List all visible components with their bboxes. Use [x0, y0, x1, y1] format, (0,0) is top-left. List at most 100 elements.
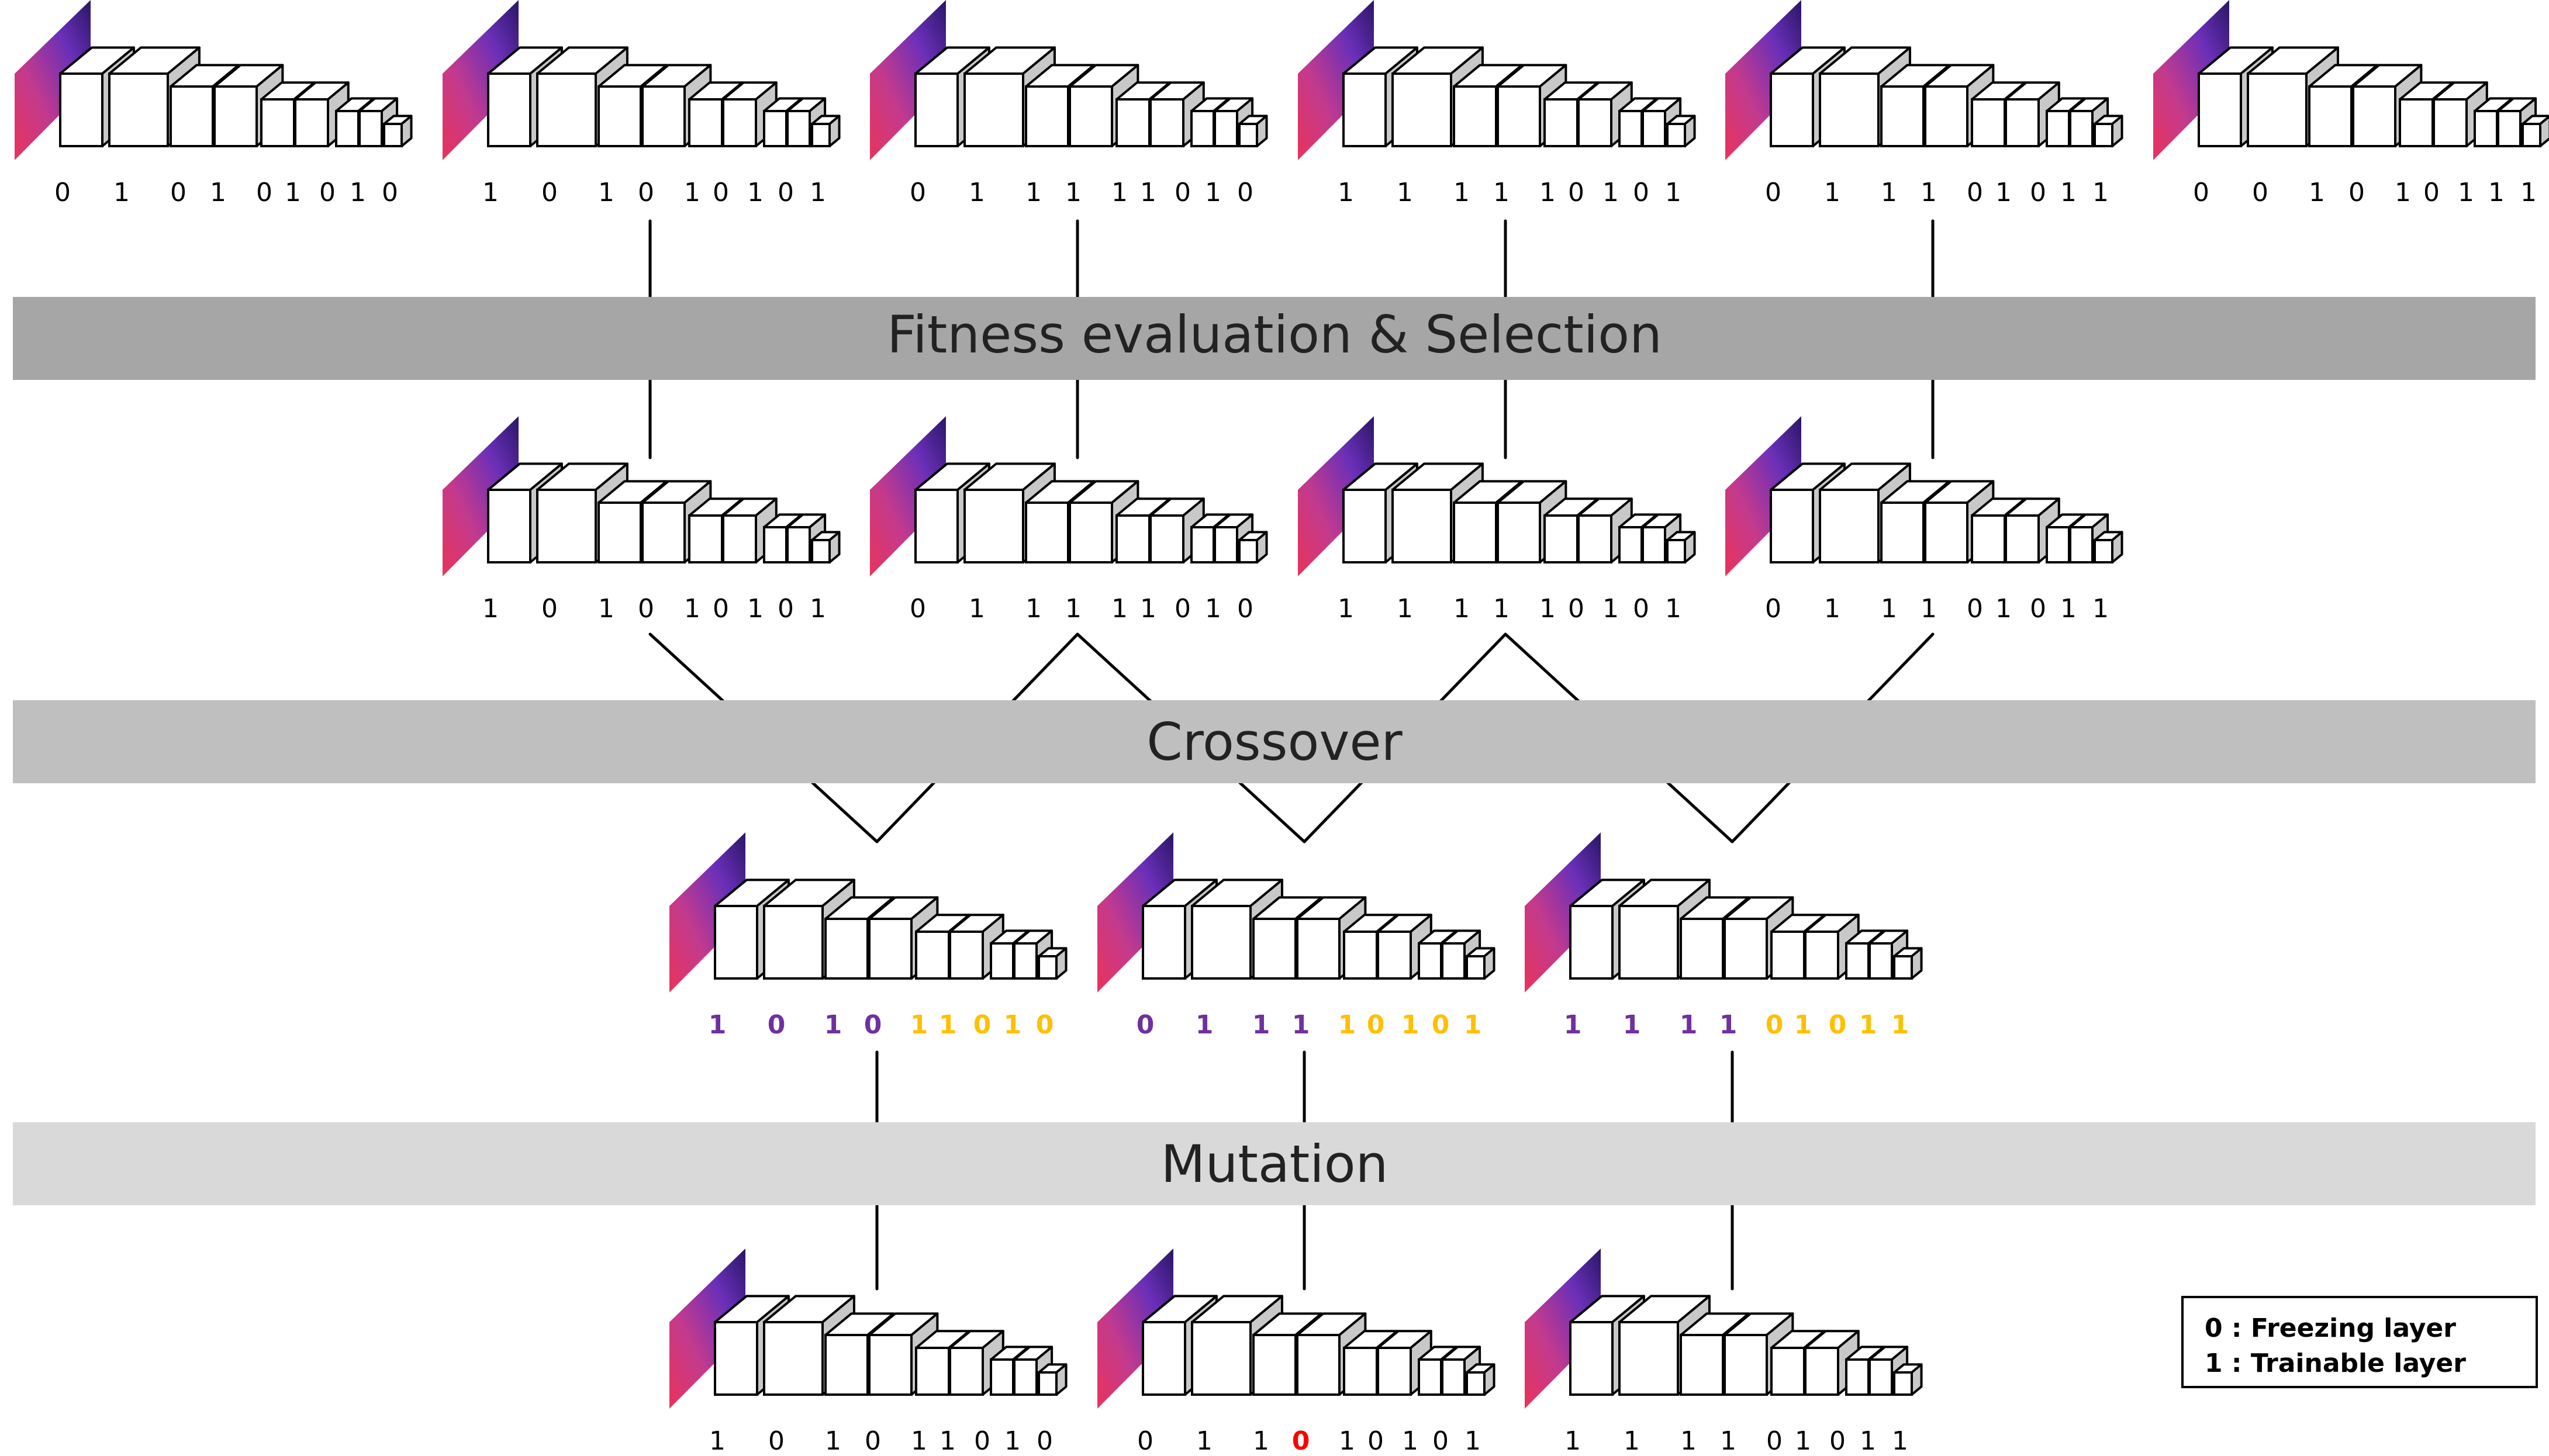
gene-bit: 1: [2060, 178, 2077, 207]
gene-bit: 1: [598, 178, 614, 207]
layer-block: [1038, 947, 1068, 980]
gene-bit: 1: [1539, 594, 1556, 624]
gene-bit: 1: [1794, 1010, 1812, 1040]
gene-bit: 1: [1065, 178, 1082, 207]
gene-bit: 1: [1140, 594, 1156, 624]
gene-bit: 1: [1338, 178, 1354, 207]
input-image: [1725, 416, 1801, 576]
crossover-band: Crossover: [13, 700, 2536, 783]
layer-block: [1149, 81, 1205, 147]
layer-block: [1038, 1363, 1068, 1396]
layer-block: [2094, 115, 2123, 147]
gene-bit: 0: [1633, 178, 1649, 207]
gene-bit: 0: [382, 178, 398, 207]
gene-bit: 1: [350, 178, 366, 207]
gene-bit: 1: [1921, 594, 1937, 624]
gene-bit: 1: [1205, 594, 1221, 624]
gene-bit: 0: [974, 1426, 990, 1456]
gene-bit: 1: [1196, 1010, 1214, 1040]
layer-block: [383, 115, 413, 147]
gene-bit: 0: [778, 178, 794, 207]
stage-bands: Fitness evaluation & Selection Crossover…: [13, 297, 2536, 1205]
gene-bit: 0: [910, 178, 926, 207]
gene-bit: 1: [1253, 1426, 1269, 1456]
gene-bit: 0: [1037, 1426, 1053, 1456]
gene-bit: 1: [1539, 178, 1556, 207]
gene-bit: 1: [1995, 178, 2012, 207]
layer-block: [1238, 531, 1268, 563]
gene-bit: 1: [1464, 1010, 1482, 1040]
gene-bit: 1: [113, 178, 130, 207]
gene-bit: 1: [1564, 1426, 1581, 1456]
gene-bit: 0: [1967, 594, 1983, 624]
input-image: [669, 1249, 745, 1409]
mutation-band: Mutation: [13, 1122, 2536, 1205]
gene-bit: 0: [1137, 1426, 1153, 1456]
gene-bit: 0: [1765, 594, 1781, 624]
gene-bit: 1: [1292, 1010, 1310, 1040]
input-image: [1725, 0, 1801, 160]
gene-bit: 1: [2458, 178, 2474, 207]
gene-bit: 1: [1824, 178, 1840, 207]
input-image: [1097, 1249, 1173, 1409]
layer-block: [1893, 947, 1923, 980]
layer-block: [811, 531, 841, 563]
gene-bit: 1: [1995, 594, 2012, 624]
gene-bit: 0: [713, 178, 729, 207]
gene-bit: 1: [1140, 178, 1156, 207]
gene-bit: 1: [824, 1010, 842, 1040]
gene-bit: 1: [1665, 178, 1681, 207]
gene-bit: 1: [825, 1426, 841, 1456]
gene-bit: 0: [1237, 178, 1253, 207]
gene-bit: 0: [1175, 594, 1191, 624]
gene-bit: 0: [1633, 594, 1649, 624]
layer-block: [949, 914, 1004, 980]
gene-bit: 0: [541, 178, 558, 207]
input-image: [1097, 832, 1173, 992]
gene-bit: 0: [865, 1426, 881, 1456]
gene-bit: 1: [2092, 594, 2109, 624]
input-image: [1298, 0, 1374, 160]
gene-bit: 1: [684, 594, 700, 624]
gene-bit: 1: [1719, 1010, 1738, 1040]
gene-bit: 1: [1453, 594, 1470, 624]
gene-bit: 0: [256, 178, 272, 207]
gene-bit: 1: [1004, 1010, 1022, 1040]
gene-bit: 1: [1881, 594, 1897, 624]
gene-bit: 1: [1602, 594, 1619, 624]
layer-block: [1191, 879, 1283, 980]
gene-bit: 1: [810, 178, 826, 207]
gene-bit: 1: [1402, 1426, 1418, 1456]
input-image: [870, 416, 946, 576]
gene-bit: 1: [1680, 1426, 1697, 1456]
gene-bit: 0: [1829, 1426, 1846, 1456]
gene-bit: 0: [1137, 1010, 1155, 1040]
gene-bit: 1: [1921, 178, 1937, 207]
gene-bit: 1: [1397, 178, 1413, 207]
gene-bit: 0: [1766, 1010, 1784, 1040]
gene-bit: 0: [1829, 1010, 1847, 1040]
gene-bit: 1: [2395, 178, 2411, 207]
